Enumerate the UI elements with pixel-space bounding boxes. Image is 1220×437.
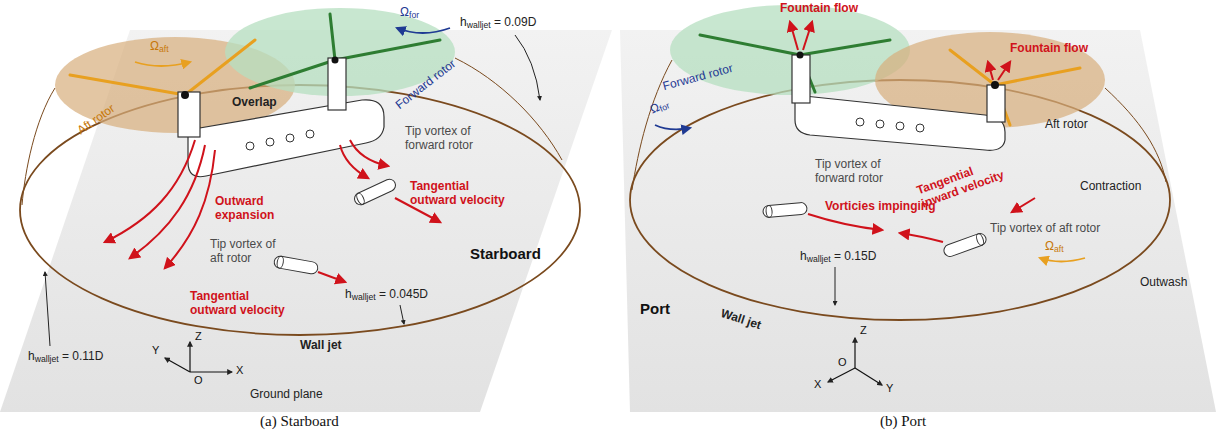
axis-triad — [828, 338, 882, 385]
ground-plane — [620, 30, 1216, 412]
symbol: h — [800, 249, 807, 263]
subscript: walljet — [352, 292, 376, 302]
annotation-label: hwalljet = 0.045D — [345, 288, 428, 302]
axis-label: X — [236, 364, 243, 377]
side-label: Starboard — [470, 245, 541, 262]
aft-hub — [181, 91, 189, 99]
vortex-label: Tip vortex of forward rotor — [815, 158, 905, 186]
value: = 0.15D — [831, 249, 877, 263]
subfigure-caption: (a) Starboard — [260, 413, 339, 430]
slipstream-boundary — [1105, 88, 1166, 182]
forward-pylon — [792, 55, 810, 103]
flow-label: Tangential outward velocity — [410, 180, 510, 208]
symbol: Ω — [1045, 239, 1054, 253]
windows — [246, 130, 314, 150]
symbol: h — [345, 287, 352, 301]
axis-label: O — [838, 356, 847, 369]
vortex-label: Tip vortex of aft rotor — [210, 238, 290, 266]
vortex-label: Tip vortex of forward rotor — [405, 125, 495, 153]
forward-hub — [332, 57, 339, 64]
side-label: Port — [640, 300, 670, 317]
rotor-label: Ωaft — [1045, 240, 1064, 254]
tip-vortex-tube — [273, 255, 318, 274]
rotation-arrow — [397, 28, 450, 33]
symbol: Ω — [400, 5, 409, 19]
symbol: Ω — [150, 39, 159, 53]
rotation-arrow — [1040, 258, 1085, 262]
subscript: for — [409, 10, 419, 20]
outward-flow-arrows — [105, 140, 440, 282]
wall-jet-boundary — [630, 80, 1170, 320]
fuselage — [795, 95, 1005, 150]
annotation-label: hwalljet = 0.09D — [460, 16, 536, 30]
annotation-label: hwalljet = 0.15D — [800, 250, 876, 264]
annotation-label: Aft rotor — [1045, 118, 1088, 132]
axis-triad — [165, 342, 232, 372]
tip-vortex-tube — [353, 177, 398, 206]
aft-hub — [991, 81, 999, 89]
flow-label: Outward expansion — [215, 195, 295, 223]
flow-label: Vorticies impinging — [825, 200, 935, 214]
flow-label: Fountain flow — [780, 2, 858, 16]
rotor-label: Ωfor — [400, 6, 419, 20]
rotation-arrow — [135, 62, 190, 66]
annotation-label: Outwash — [1140, 276, 1187, 290]
value: = 0.11D — [59, 349, 104, 363]
region-label: Wall jet — [300, 339, 342, 353]
rotation-arrow — [655, 125, 690, 129]
subscript: walljet — [807, 254, 831, 264]
value: = 0.045D — [376, 287, 428, 301]
axis-label: X — [814, 378, 821, 391]
axis-label: Z — [195, 330, 202, 343]
dimension-leader — [835, 267, 836, 305]
dimension-leaders — [45, 35, 540, 346]
wall-jet-boundary — [20, 85, 580, 335]
vortex-label: Tip vortex of aft rotor — [990, 222, 1100, 236]
annotation-label: Ground plane — [250, 388, 323, 402]
symbol: h — [460, 15, 467, 29]
slipstream-boundary — [22, 88, 55, 205]
axis-label: Y — [886, 382, 893, 395]
forward-pylon — [328, 58, 346, 110]
axis-label: Y — [152, 344, 159, 357]
fountain-flow-arrows — [790, 22, 1010, 80]
axis-label: O — [194, 374, 203, 387]
subfigure-caption: (b) Port — [880, 413, 926, 430]
impinging-arrows — [808, 198, 1035, 242]
subscript: aft — [159, 44, 169, 54]
tip-vortex-tube — [763, 202, 808, 218]
region-label: Overlap — [232, 96, 277, 110]
subscript: walljet — [35, 354, 59, 364]
flow-label: Fountain flow — [1010, 42, 1088, 56]
annotation-label: Contraction — [1080, 180, 1141, 194]
flow-label: Tangential outward velocity — [190, 290, 290, 318]
subscript: walljet — [467, 20, 491, 30]
windows — [856, 118, 924, 132]
annotation-label: hwalljet = 0.11D — [28, 350, 103, 364]
value: = 0.09D — [491, 15, 537, 29]
forward-hub — [797, 52, 804, 59]
rotor-label: Ωaft — [150, 40, 169, 54]
tip-vortex-tube — [942, 232, 987, 258]
aft-pylon — [178, 92, 200, 137]
axis-label: Z — [860, 324, 867, 337]
symbol: h — [28, 349, 35, 363]
subscript: aft — [1054, 244, 1064, 254]
fuselage — [188, 100, 384, 177]
aft-pylon — [987, 85, 1005, 122]
